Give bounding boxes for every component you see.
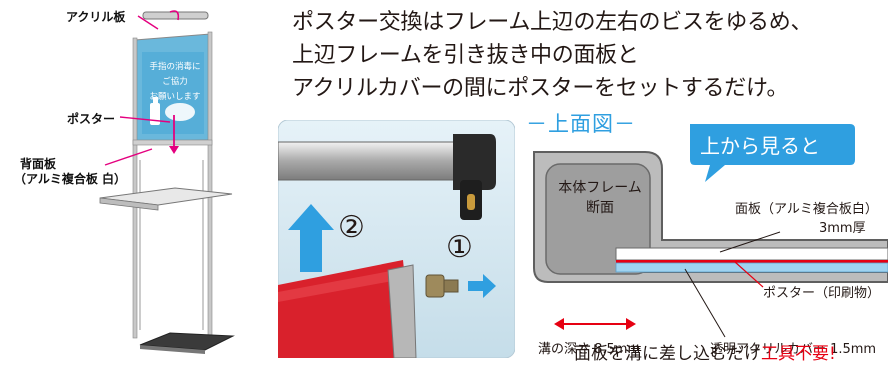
acrylic-cover (615, 262, 888, 273)
top-rod (142, 11, 209, 20)
stand-drawing (99, 10, 235, 354)
frame-right (207, 31, 213, 341)
frame-left (132, 37, 138, 339)
panel-thickness: 3mm厚 (819, 221, 866, 236)
closeup-photo: ① ② (277, 119, 516, 359)
frame-hollow (545, 163, 651, 275)
poster-layer (616, 260, 888, 263)
frame-label-line1: 本体フレーム (558, 180, 642, 196)
frame-bar (132, 139, 213, 146)
face-panel (615, 247, 888, 261)
instructions: ポスター交換はフレーム上辺の左右のビスをゆるめ、 上辺フレームを引き抜き中の面板… (292, 6, 812, 105)
poster-line-3: お願いします (149, 92, 201, 102)
closeup-drawing (277, 119, 516, 359)
section-drawing (533, 124, 888, 338)
hands-shape (165, 103, 195, 121)
groove-depth-label: 溝の深さ 8.5mm (538, 342, 641, 357)
footer-text: 面板を溝に差し込むだけ (574, 344, 761, 364)
frame-label: 本体フレーム 断面 (548, 178, 652, 218)
label-poster: ポスター (67, 112, 116, 126)
sanitizer-pump (153, 97, 158, 103)
step2-arrow (288, 204, 334, 272)
leader-acrylic (137, 15, 159, 30)
panel-label: 面板（アルミ複合板白） (735, 202, 878, 217)
instruction-line-2: 上辺フレームを引き抜き中の面板と (292, 43, 639, 68)
aluminium-rail (277, 141, 459, 181)
footer-highlight: 工具不要! (761, 344, 836, 364)
leader-cover (684, 268, 726, 338)
step1-arrow (468, 274, 496, 298)
end-cap (453, 134, 496, 190)
frame-label-line2: 断面 (586, 200, 614, 216)
leader-face-panel (719, 231, 781, 253)
leader-poster (734, 261, 764, 288)
section-title: －上面図－ (526, 112, 636, 136)
callout-bubble (690, 124, 855, 182)
callout-text: 上から見ると (700, 134, 820, 158)
poster-print-label: ポスター（印刷物） (763, 286, 881, 301)
label-acrylic: アクリル板 (66, 10, 126, 24)
instruction-line-1: ポスター交換はフレーム上辺の左右のビスをゆるめ、 (292, 10, 813, 35)
instruction-line-3: アクリルカバーの間にポスターをセットするだけ。 (292, 76, 789, 101)
label-back-panel-line1: 背面板 (20, 157, 57, 171)
step2-marker: ② (338, 210, 365, 245)
acrylic-cover-label: 透明アクリルカバー 1.5mm (710, 342, 877, 357)
leader-back-panel (104, 148, 153, 166)
screw-head (425, 274, 445, 298)
leader-poster (119, 116, 171, 123)
label-back-panel: 背面板 （アルミ複合板 白） (14, 157, 126, 187)
red-panel (278, 260, 413, 358)
poster-message: 手指の消毒に ご協力 お願いします (146, 60, 204, 105)
stand-illustration: 手指の消毒に ご協力 お願いします アクリル板 ポスター 背面板 （アルミ複合板… (0, 0, 250, 369)
step1-marker: ① (446, 230, 473, 265)
poster-line-1: 手指の消毒に (149, 62, 201, 72)
sanitizer-bottle (150, 103, 160, 125)
top-view-diagram: －上面図－ 上から見ると 本体フレーム 断面 面板（アルミ複合板白） 3mm厚 … (520, 112, 888, 369)
poster-line-2: ご協力 (162, 77, 188, 87)
label-back-panel-line2: （アルミ複合板 白） (14, 172, 127, 186)
footer-slogan: 面板を溝に差し込むだけ工具不要! (574, 339, 836, 364)
